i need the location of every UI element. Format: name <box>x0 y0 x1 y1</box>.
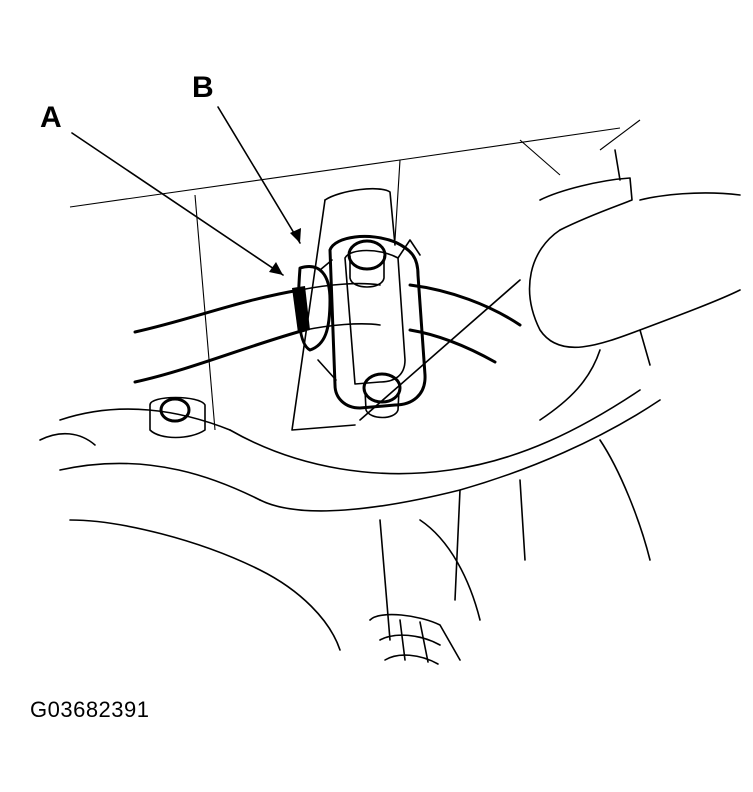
floor-panel-outline <box>69 119 641 431</box>
stabilizer-bar <box>133 282 522 384</box>
lower-bolt <box>362 372 402 419</box>
drive-shaft-boot <box>369 613 461 665</box>
leader-bolt <box>359 279 521 421</box>
figure-id: G03682391 <box>30 697 150 722</box>
stabilizer-bushing <box>292 265 332 352</box>
left-bracket-stub <box>39 396 206 446</box>
subframe-right <box>528 149 741 421</box>
mounting-plate <box>291 187 396 431</box>
upper-bolt <box>347 239 387 288</box>
callout-label-b: B <box>192 71 214 104</box>
callout-leader-a <box>71 132 284 276</box>
callout-label-a: A <box>40 101 62 134</box>
lower-arm <box>59 389 661 651</box>
callout-leader-b <box>217 106 301 244</box>
stabilizer-bracket <box>317 235 427 410</box>
